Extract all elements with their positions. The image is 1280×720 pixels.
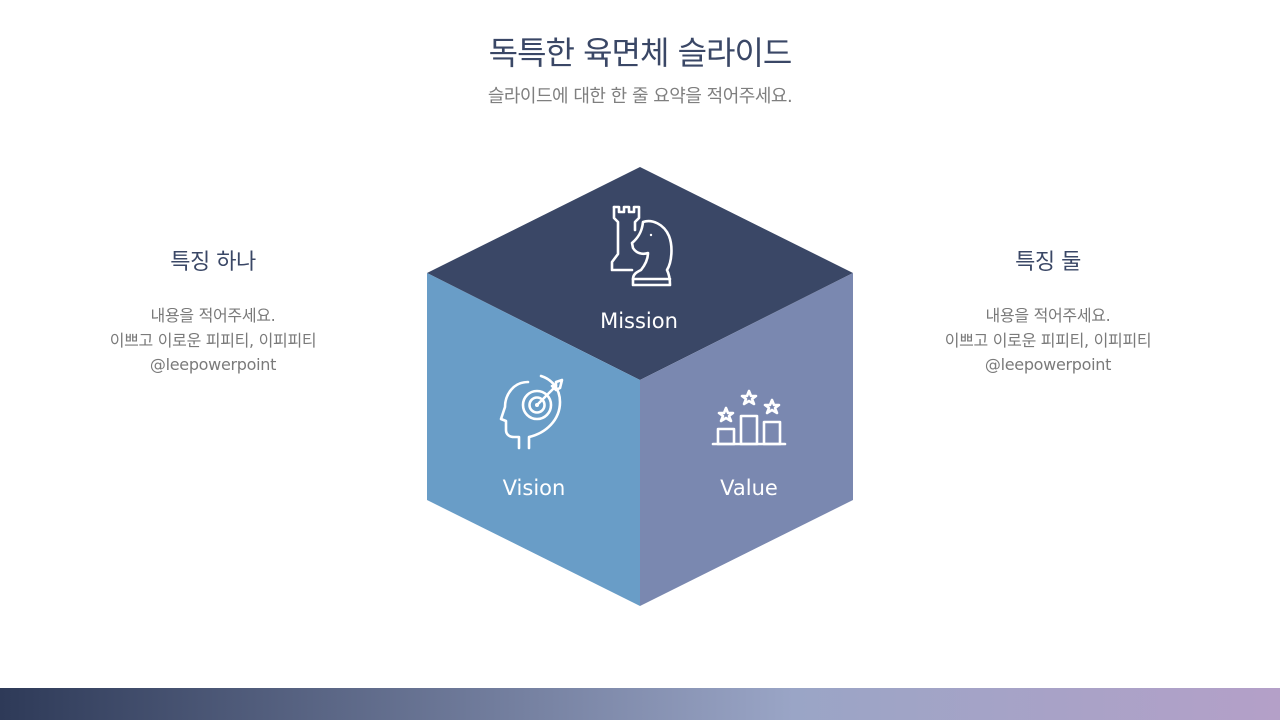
cube-face-right bbox=[640, 273, 853, 606]
feature-two-body: 내용을 적어주세요. 이쁘고 이로운 피피티, 이피피티 @leepowerpo… bbox=[918, 304, 1178, 378]
feature-one-title: 특징 하나 bbox=[170, 250, 256, 275]
feature-one-line: 내용을 적어주세요. bbox=[150, 306, 276, 325]
feature-one: 특징 하나 내용을 적어주세요. 이쁘고 이로운 피피티, 이피피티 @leep… bbox=[83, 246, 343, 378]
podium-stars-icon bbox=[711, 389, 787, 446]
slide-title: 독특한 육면체 슬라이드 bbox=[488, 34, 793, 72]
feature-two-line: 이쁘고 이로운 피피티, 이피피티 bbox=[944, 330, 1152, 350]
feature-two-line: @leepowerpoint bbox=[984, 355, 1112, 374]
mission-label: Mission bbox=[600, 309, 678, 333]
head-target-icon bbox=[499, 374, 564, 450]
value-label: Value bbox=[720, 476, 778, 500]
feature-two-line: 내용을 적어주세요. bbox=[985, 306, 1111, 325]
feature-one-line: @leepowerpoint bbox=[149, 355, 277, 374]
cube-face-left bbox=[427, 273, 640, 606]
cube-face-top bbox=[427, 167, 853, 380]
slide-subtitle: 슬라이드에 대한 한 줄 요약을 적어주세요. bbox=[487, 86, 793, 107]
chess-rook-knight-icon bbox=[610, 205, 673, 287]
feature-two: 특징 둘 내용을 적어주세요. 이쁘고 이로운 피피티, 이피피티 @leepo… bbox=[918, 246, 1178, 378]
feature-one-body: 내용을 적어주세요. 이쁘고 이로운 피피티, 이피피티 @leepowerpo… bbox=[83, 304, 343, 378]
feature-two-title: 특징 둘 bbox=[1015, 250, 1081, 275]
vision-label: Vision bbox=[503, 476, 566, 500]
bottom-gradient-bar bbox=[0, 688, 1280, 720]
feature-one-line: 이쁘고 이로운 피피티, 이피피티 bbox=[109, 330, 317, 350]
